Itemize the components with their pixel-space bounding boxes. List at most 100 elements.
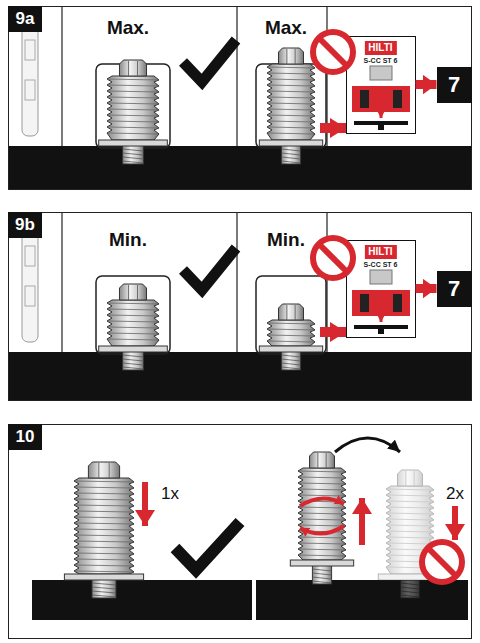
fastener-body [267, 64, 315, 140]
thread-line [75, 529, 133, 530]
thread-line [387, 495, 433, 496]
thread-line [268, 133, 314, 134]
thread-line [312, 577, 331, 579]
thread-line [75, 487, 133, 488]
divider [61, 212, 62, 352]
fastener [259, 304, 322, 370]
fastener [259, 48, 322, 164]
head-edge [109, 463, 110, 478]
model-label: S-CC ST 6 [347, 260, 415, 269]
tool-icon [25, 286, 35, 306]
thread-line [92, 583, 116, 585]
thread-line [108, 315, 158, 316]
fastener-head [88, 462, 119, 478]
divider [236, 6, 237, 146]
thread-line [312, 581, 331, 583]
thread-line [387, 567, 433, 568]
thread-line [268, 79, 314, 80]
thread-line [75, 481, 133, 482]
model-label: S-CC ST 6 [347, 56, 415, 65]
washer [378, 574, 441, 580]
thread-line [299, 507, 345, 508]
floor [8, 352, 472, 401]
thread-line [268, 115, 314, 116]
gauge-notch [393, 294, 402, 312]
step-reference: 7 [448, 72, 460, 98]
fastener-body [107, 300, 159, 346]
thread-line [92, 587, 116, 589]
thread-line [387, 489, 433, 490]
step-reference: 7 [448, 276, 460, 302]
thread-line [299, 537, 345, 538]
thread-line [268, 121, 314, 122]
step-number: 10 [8, 424, 42, 450]
thread-line [281, 355, 300, 357]
gauge-frame [96, 64, 170, 148]
washer [64, 574, 143, 580]
gauge-band [352, 290, 410, 316]
thread-line [123, 157, 144, 159]
thread-line [75, 523, 133, 524]
thread-line [108, 133, 158, 134]
thread-line [281, 367, 300, 369]
fastener-stub [281, 350, 300, 370]
head-edge [295, 305, 296, 320]
repeat-count: 1x [161, 484, 179, 504]
fastener [99, 284, 168, 370]
base-plate [256, 580, 468, 620]
thread-line [299, 519, 345, 520]
fastener-body [386, 486, 434, 574]
head-edge [326, 453, 327, 468]
thread-line [75, 547, 133, 548]
pointer-arrow [416, 80, 437, 89]
thread-line [75, 511, 133, 512]
thread-line [268, 323, 314, 324]
thread-line [299, 495, 345, 496]
limit-label: Max. [265, 17, 307, 39]
thread-line [281, 157, 300, 159]
thread-line [299, 555, 345, 556]
gauge-frame [256, 276, 326, 354]
head-edge [286, 305, 287, 320]
head-edge [137, 61, 138, 76]
washer [259, 140, 322, 146]
gauge-band [352, 86, 410, 112]
head-edge [295, 49, 296, 64]
base-plate [32, 580, 252, 620]
pointer-arrow [320, 123, 346, 133]
divider [61, 6, 62, 146]
thread-line [268, 341, 314, 342]
thread-line [387, 507, 433, 508]
floor [8, 146, 472, 190]
thread-line [75, 541, 133, 542]
step-number: 9b [8, 212, 42, 238]
tool-icon [22, 222, 38, 342]
thread-line [387, 519, 433, 520]
gauge-frame [256, 64, 326, 148]
thread-line [299, 501, 345, 502]
fastener-stub [123, 350, 144, 370]
fastener-body [267, 320, 315, 346]
thread-line [108, 333, 158, 334]
thread-line [123, 363, 144, 365]
step-panel: 9aHILTIS-CC ST 67 [8, 6, 472, 190]
head-edge [128, 61, 129, 76]
repeat-count: 2x [446, 484, 464, 504]
thread-line [108, 115, 158, 116]
brand-logo: HILTI [364, 41, 396, 55]
fastener-icon [370, 66, 392, 80]
thread-line [268, 85, 314, 86]
limit-label: Min. [267, 229, 305, 251]
check-mark [175, 522, 240, 570]
thread-line [108, 303, 158, 304]
gauge-base [354, 325, 408, 329]
prohibition-sign [313, 238, 353, 278]
head-edge [317, 453, 318, 468]
thread-line [108, 79, 158, 80]
thread-line [92, 591, 116, 593]
divider [236, 212, 237, 352]
step-reference-box: 7 [437, 67, 472, 103]
gauge-base [354, 121, 408, 125]
